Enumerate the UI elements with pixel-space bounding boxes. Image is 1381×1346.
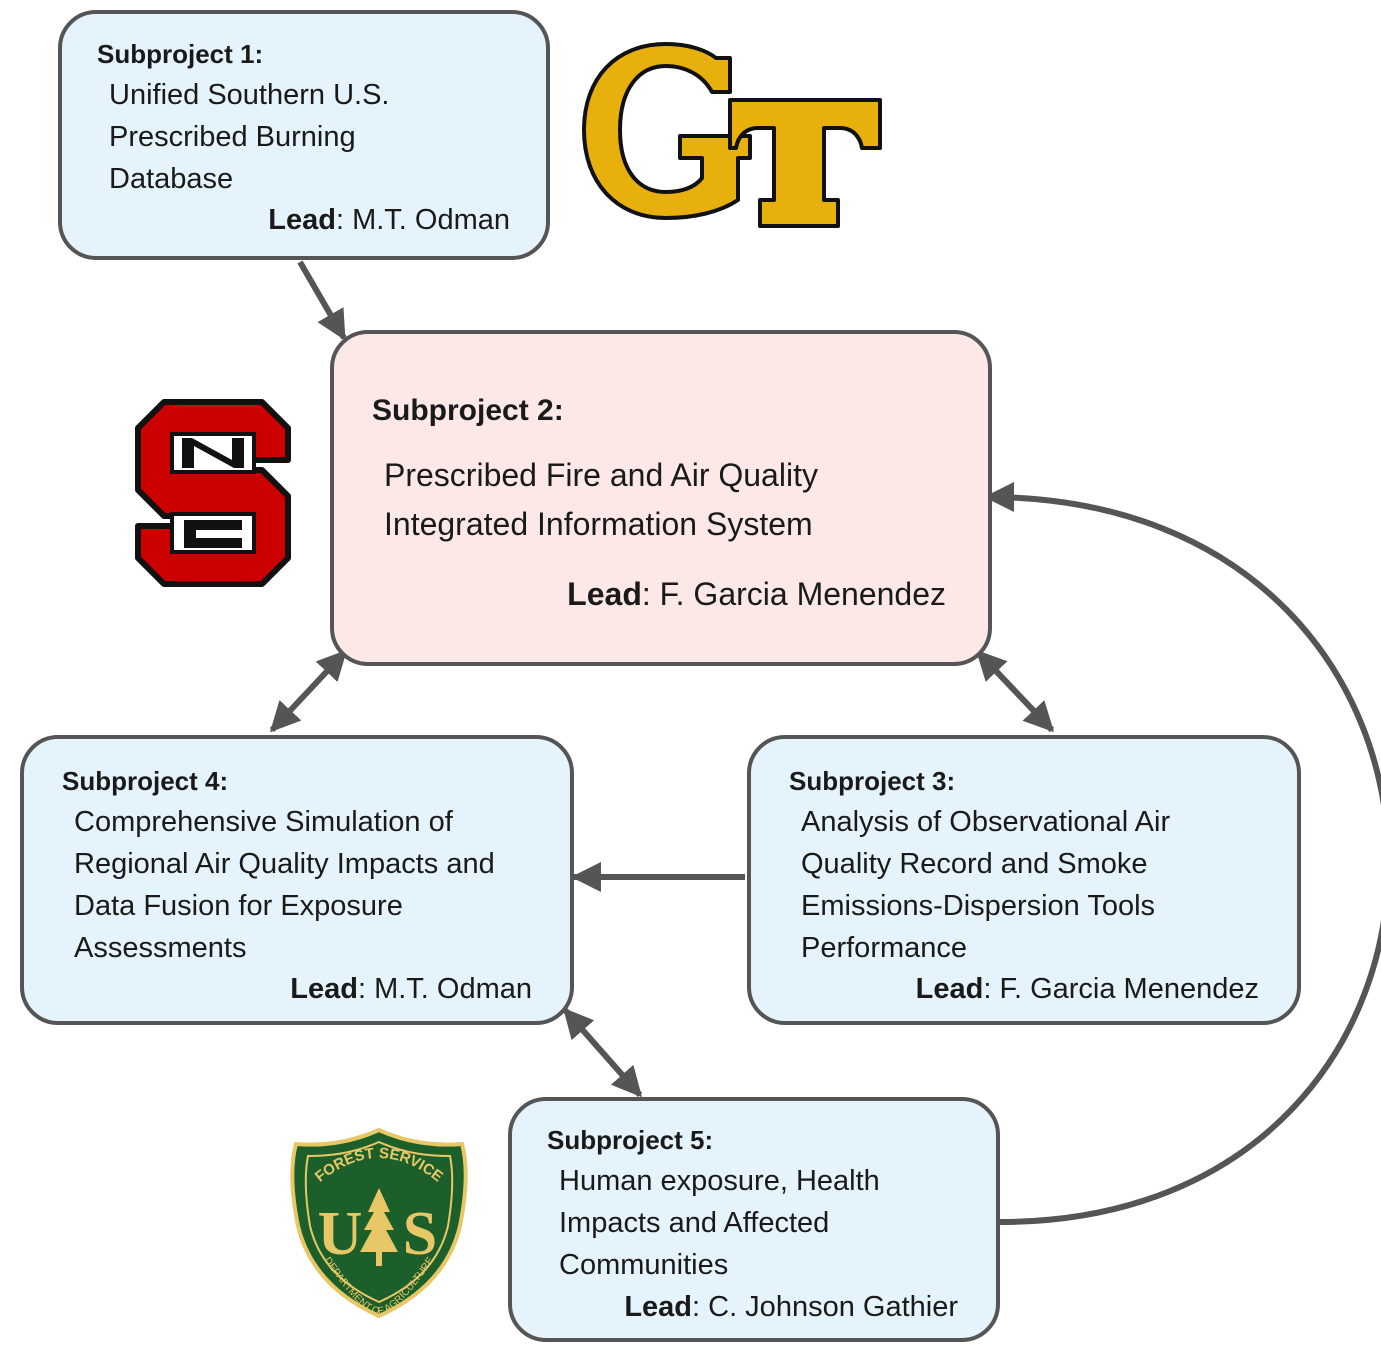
arrow-sp4-sp5 <box>562 1007 643 1098</box>
subproject-4-line: Assessments <box>74 932 247 964</box>
subproject-1-lead: Lead: M.T. Odman <box>268 204 510 237</box>
lead-name: : F. Garcia Menendez <box>641 576 946 612</box>
subproject-1-line: Database <box>109 163 234 195</box>
subproject-5-description: Human exposure, Health Impacts and Affec… <box>559 1160 880 1286</box>
lead-label: Lead <box>624 1291 693 1323</box>
subproject-1-line: Prescribed Burning <box>109 121 356 153</box>
subproject-2-box: Subproject 2: Prescribed Fire and Air Qu… <box>330 330 992 666</box>
subproject-2-line: Prescribed Fire and Air Quality <box>384 457 818 493</box>
subproject-3-lead: Lead: F. Garcia Menendez <box>916 973 1259 1006</box>
lead-name: : C. Johnson Gathier <box>692 1291 958 1323</box>
subproject-5-line: Human exposure, Health <box>559 1165 880 1197</box>
subproject-3-box: Subproject 3: Analysis of Observational … <box>747 735 1301 1025</box>
arrow-sp5-to-sp2 <box>984 482 1381 1225</box>
lead-label: Lead <box>567 576 642 612</box>
subproject-1-title: Subproject 1: <box>97 39 264 69</box>
subproject-1-description: Unified Southern U.S. Prescribed Burning… <box>109 74 389 200</box>
subproject-4-line: Data Fusion for Exposure <box>74 890 403 922</box>
lead-name: : F. Garcia Menendez <box>983 973 1259 1005</box>
lead-label: Lead <box>915 973 984 1005</box>
subproject-4-line: Comprehensive Simulation of <box>74 806 453 838</box>
subproject-3-line: Analysis of Observational Air <box>801 806 1171 838</box>
subproject-4-description: Comprehensive Simulation of Regional Air… <box>74 801 495 969</box>
svg-text:U: U <box>318 1200 363 1268</box>
subproject-4-line: Regional Air Quality Impacts and <box>74 848 495 880</box>
subproject-3-title: Subproject 3: <box>789 766 956 796</box>
subproject-3-line: Quality Record and Smoke <box>801 848 1148 880</box>
subproject-1-line: Unified Southern U.S. <box>109 79 390 111</box>
subproject-5-line: Communities <box>559 1249 729 1281</box>
subproject-5-box: Subproject 5: Human exposure, Health Imp… <box>508 1097 1000 1342</box>
subproject-5-line: Impacts and Affected <box>559 1207 830 1239</box>
lead-name: : M.T. Odman <box>335 204 510 236</box>
subproject-4-box: Subproject 4: Comprehensive Simulation o… <box>20 735 574 1025</box>
arrow-sp2-sp4 <box>269 649 348 733</box>
georgia-tech-logo <box>582 42 882 228</box>
subproject-3-line: Emissions-Dispersion Tools <box>801 890 1156 922</box>
subproject-5-lead: Lead: C. Johnson Gathier <box>624 1291 958 1324</box>
subproject-2-line: Integrated Information System <box>384 506 813 542</box>
svg-text:S: S <box>403 1200 437 1268</box>
forest-service-logo: FOREST SERVICE DEPARTMENT OF AGRICULTURE… <box>290 1127 468 1318</box>
lead-label: Lead <box>290 973 358 1005</box>
subproject-5-title: Subproject 5: <box>547 1125 714 1155</box>
subproject-3-line: Performance <box>801 932 968 964</box>
subproject-2-lead: Lead: F. Garcia Menendez <box>567 576 946 613</box>
subproject-2-description: Prescribed Fire and Air Quality Integrat… <box>384 451 818 549</box>
arrow-sp2-sp3 <box>975 649 1055 733</box>
subproject-2-title: Subproject 2: <box>372 394 564 427</box>
subproject-1-box: Subproject 1: Unified Southern U.S. Pres… <box>58 10 550 260</box>
subproject-3-description: Analysis of Observational Air Quality Re… <box>801 801 1170 969</box>
arrow-sp1-to-sp2 <box>297 260 347 341</box>
lead-label: Lead <box>268 204 336 236</box>
nc-state-logo <box>135 399 291 587</box>
lead-name: : M.T. Odman <box>357 973 532 1005</box>
subproject-4-title: Subproject 4: <box>62 766 229 796</box>
subproject-4-lead: Lead: M.T. Odman <box>290 973 532 1006</box>
